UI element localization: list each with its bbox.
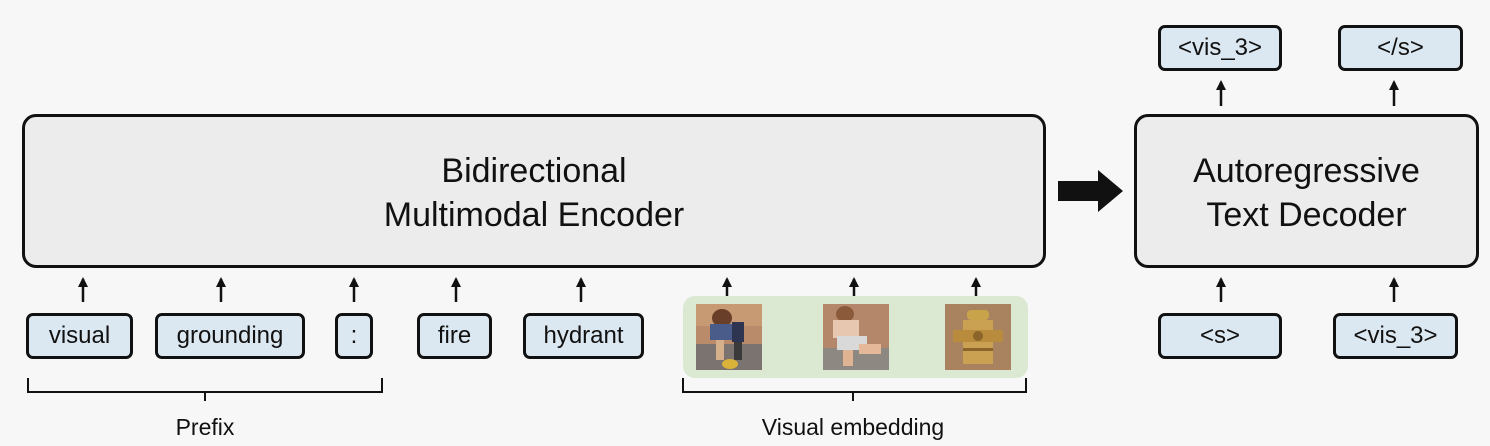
- encoder-title-line1: Bidirectional: [441, 152, 627, 190]
- visual-embedding-brace: [682, 378, 1027, 393]
- multimodal-encoder-box: Bidirectional Multimodal Encoder: [22, 114, 1046, 268]
- decoder-output-end: </s>: [1338, 25, 1463, 71]
- encoder-to-decoder-arrow: [1058, 170, 1123, 212]
- image-patch-2: [823, 304, 889, 370]
- image-patch-3: [945, 304, 1011, 370]
- token-hydrant: hydrant: [523, 313, 644, 359]
- prefix-brace: [27, 378, 383, 393]
- decoder-output-arrows: [1216, 80, 1399, 106]
- token-grounding: grounding: [155, 313, 305, 359]
- token-fire: fire: [417, 313, 492, 359]
- token-colon: :: [335, 313, 373, 359]
- decoder-input-start: <s>: [1158, 313, 1282, 359]
- prefix-label: Prefix: [175, 414, 235, 440]
- visual-embedding-label: Visual embedding: [761, 414, 945, 440]
- decoder-title-line1: Autoregressive: [1193, 152, 1420, 190]
- token-visual: visual: [26, 313, 133, 359]
- decoder-title-line2: Text Decoder: [1206, 196, 1407, 234]
- encoder-title-line2: Multimodal Encoder: [383, 196, 685, 234]
- decoder-input-arrows: [1216, 277, 1399, 302]
- text-decoder-box: Autoregressive Text Decoder: [1134, 114, 1479, 268]
- decoder-output-vis3: <vis_3>: [1158, 25, 1282, 71]
- image-patch-1: [696, 304, 762, 370]
- decoder-input-vis3: <vis_3>: [1333, 313, 1458, 359]
